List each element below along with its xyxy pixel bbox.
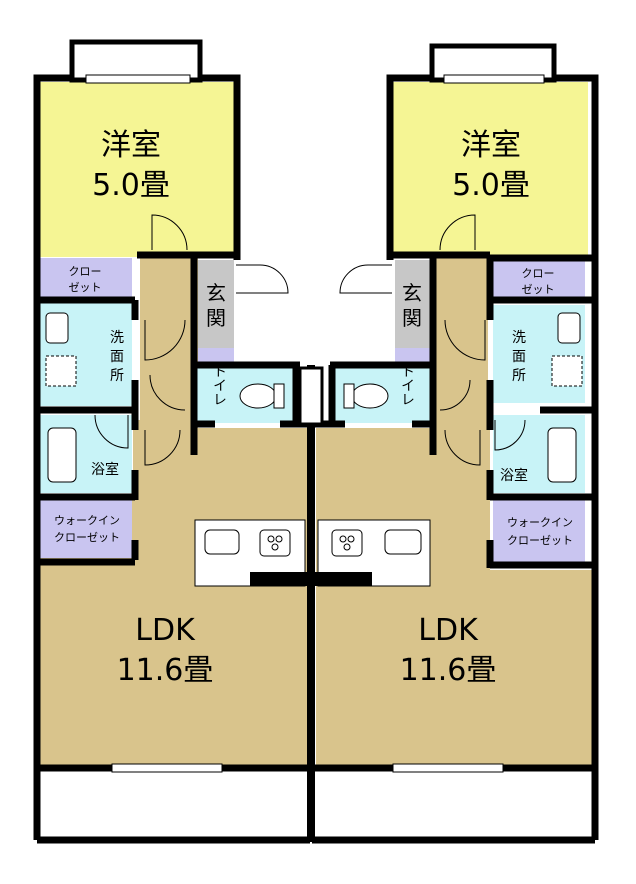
left-washbasin (45, 312, 69, 344)
counter-bar (250, 572, 372, 586)
left-entrance (198, 260, 234, 348)
pipe-shaft (298, 366, 324, 426)
right-closet (493, 260, 585, 300)
right-top-window-sash (443, 74, 545, 84)
right-western-room (392, 82, 588, 257)
left-entrance-label-2: 関 (206, 306, 226, 330)
right-balcony-window (392, 763, 504, 773)
left-walkin-closet (40, 500, 132, 558)
left-doors (94, 214, 289, 466)
right-walkin-closet (493, 500, 585, 565)
left-unit (33, 39, 310, 844)
right-ldk-floor (316, 420, 594, 765)
left-toilet-label: トイレ (211, 364, 227, 406)
left-walkin-label-1: ウォークイン (54, 514, 120, 527)
right-walkin-label-1: ウォークイン (507, 516, 573, 529)
right-ldk-size: 11.6畳 (400, 653, 497, 688)
right-entrance-step (395, 348, 431, 362)
right-entrance-label-1: 玄 (402, 281, 422, 305)
left-toilet-tank (273, 383, 285, 409)
right-unit (312, 43, 599, 844)
right-closet-label-2: ゼット (522, 283, 555, 296)
left-burner (271, 543, 279, 551)
right-washroom-label-2: 面 (512, 349, 526, 365)
left-closet (40, 258, 132, 298)
right-washbasin (557, 312, 581, 344)
left-stove (259, 529, 291, 557)
left-western-room (38, 82, 234, 257)
right-burner (339, 535, 347, 543)
left-closet-label-2: ゼット (69, 281, 102, 294)
right-western-room-name: 洋室 (461, 128, 521, 163)
left-western-room-size: 5.0畳 (92, 168, 170, 203)
right-closet-label-1: クロー (522, 267, 555, 280)
right-sink (384, 529, 422, 555)
left-closet-label-1: クロー (69, 265, 102, 278)
left-washroom-label-2: 面 (110, 349, 124, 365)
right-balcony (316, 772, 591, 838)
right-bathroom-label: 浴室 (500, 467, 528, 484)
right-entrance (395, 260, 431, 348)
right-toilet-tank (343, 383, 355, 409)
left-washroom-label-3: 所 (110, 368, 124, 384)
right-walkin-label-2: クローゼット (507, 534, 573, 547)
right-toilet-label: トイレ (399, 364, 415, 406)
left-burner (275, 535, 283, 543)
left-walkin-label-2: クローゼット (54, 531, 120, 544)
right-burner (347, 535, 355, 543)
left-ldk-size: 11.6畳 (117, 653, 214, 688)
right-bathtub (547, 427, 577, 483)
left-burner (267, 535, 275, 543)
left-toilet-bowl (239, 383, 277, 409)
right-ldk-name: LDK (418, 613, 479, 648)
right-burner (343, 543, 351, 551)
left-hallway (140, 255, 198, 430)
left-balcony (40, 772, 308, 838)
left-balcony-window (111, 763, 223, 773)
right-washroom-label-3: 所 (512, 368, 526, 384)
left-western-room-name: 洋室 (101, 128, 161, 163)
left-ldk-name: LDK (135, 613, 196, 648)
right-washer (551, 355, 583, 387)
left-washer (45, 355, 77, 387)
left-top-window-sash (85, 74, 191, 84)
left-entrance-step (198, 348, 234, 362)
right-toilet-bowl (351, 383, 389, 409)
left-bathtub (47, 427, 77, 483)
right-western-room-size: 5.0畳 (452, 168, 530, 203)
right-hallway (430, 255, 488, 430)
right-entrance-label-2: 関 (402, 306, 422, 330)
right-stove (331, 529, 363, 557)
left-entrance-label-1: 玄 (206, 281, 226, 305)
left-sink (204, 529, 240, 555)
right-doors (339, 214, 526, 466)
right-washroom-label-1: 洗 (512, 330, 526, 346)
left-washroom-label-1: 洗 (110, 330, 124, 346)
left-top-window (69, 39, 203, 83)
left-bathroom-label: 浴室 (91, 461, 119, 478)
